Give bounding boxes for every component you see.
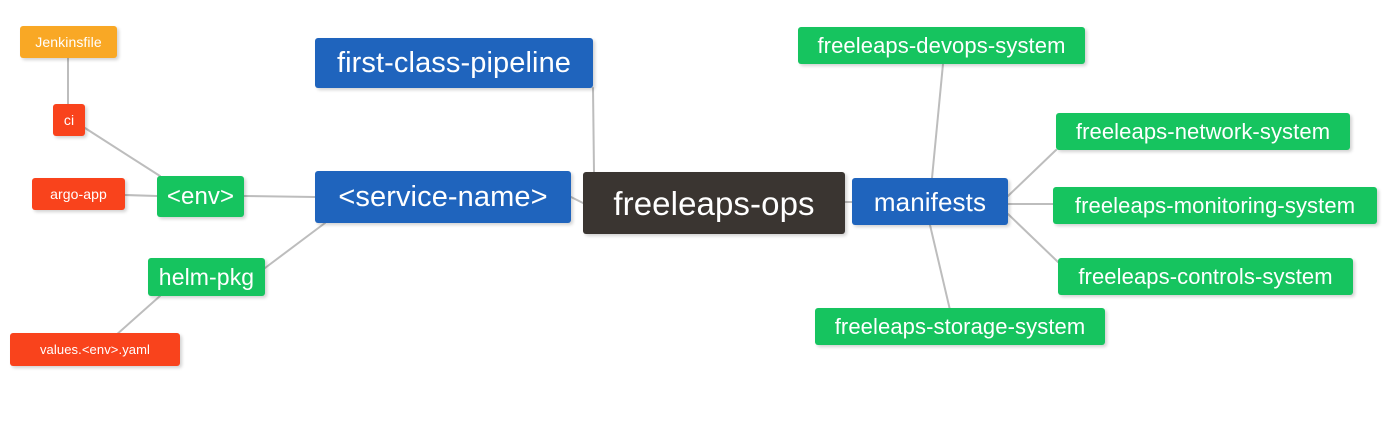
node-root[interactable]: freeleaps-ops — [583, 172, 845, 234]
edge-helm-pkg-to-values-yaml — [114, 295, 161, 337]
edge-manifests-to-network-system — [1007, 149, 1057, 197]
node-label-root: freeleaps-ops — [613, 184, 815, 222]
node-label-storage-system: freeleaps-storage-system — [834, 313, 1086, 339]
node-label-service-name: <service-name> — [338, 180, 548, 213]
edge-env-to-ci — [84, 127, 161, 177]
node-label-jenkinsfile: Jenkinsfile — [35, 34, 102, 50]
node-label-manifests: manifests — [873, 186, 987, 217]
node-label-env: <env> — [166, 182, 235, 210]
node-ci[interactable]: ci — [53, 104, 85, 136]
node-label-devops-system: freeleaps-devops-system — [817, 32, 1066, 58]
edge-manifests-to-storage-system — [929, 224, 951, 311]
node-label-argo-app: argo-app — [50, 186, 107, 202]
node-label-network-system: freeleaps-network-system — [1075, 118, 1331, 144]
node-network-system[interactable]: freeleaps-network-system — [1056, 113, 1350, 150]
node-argo-app[interactable]: argo-app — [32, 178, 125, 210]
node-values-yaml[interactable]: values.<env>.yaml — [10, 333, 180, 366]
node-label-values-yaml: values.<env>.yaml — [39, 342, 151, 357]
edge-service-name-to-env — [243, 195, 316, 198]
edge-service-name-to-helm-pkg — [264, 222, 326, 269]
edge-manifests-to-devops-system — [931, 63, 944, 179]
edge-root-to-first-class-pipeline — [592, 87, 595, 173]
node-jenkinsfile[interactable]: Jenkinsfile — [20, 26, 117, 58]
node-helm-pkg[interactable]: helm-pkg — [148, 258, 265, 296]
edge-root-to-service-name — [570, 196, 584, 204]
node-monitoring-system[interactable]: freeleaps-monitoring-system — [1053, 187, 1377, 224]
node-label-monitoring-system: freeleaps-monitoring-system — [1074, 192, 1356, 218]
node-first-class-pipeline[interactable]: first-class-pipeline — [315, 38, 593, 88]
edge-manifests-to-controls-system — [1007, 213, 1059, 263]
node-label-helm-pkg: helm-pkg — [158, 263, 255, 290]
node-service-name[interactable]: <service-name> — [315, 171, 571, 223]
node-storage-system[interactable]: freeleaps-storage-system — [815, 308, 1105, 345]
node-env[interactable]: <env> — [157, 176, 244, 217]
edge-env-to-argo-app — [124, 194, 158, 197]
node-label-ci: ci — [63, 112, 75, 128]
node-devops-system[interactable]: freeleaps-devops-system — [798, 27, 1085, 64]
node-label-first-class-pipeline: first-class-pipeline — [336, 46, 572, 79]
node-label-controls-system: freeleaps-controls-system — [1078, 263, 1333, 289]
node-manifests[interactable]: manifests — [852, 178, 1008, 225]
node-controls-system[interactable]: freeleaps-controls-system — [1058, 258, 1353, 295]
